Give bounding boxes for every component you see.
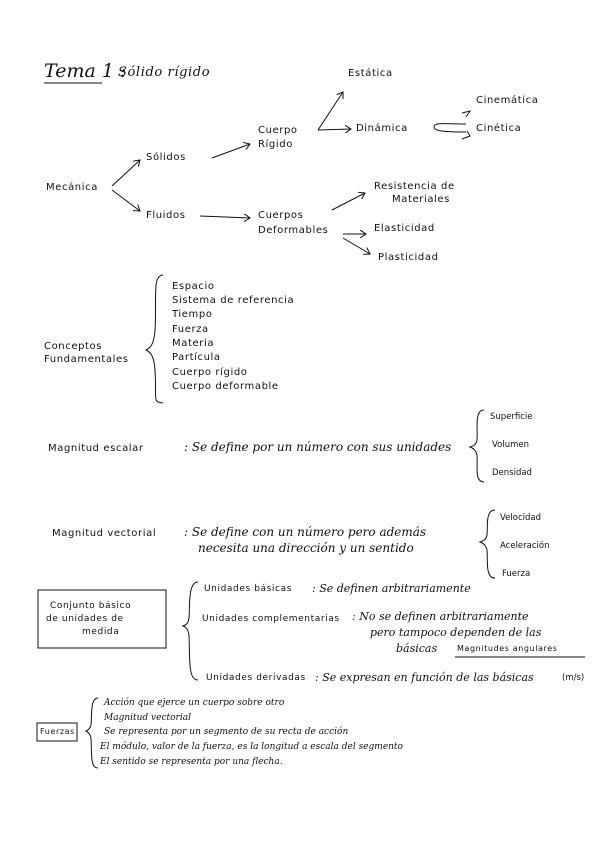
arrow-resistencia [331, 193, 365, 211]
title-heading: Tema 1 [44, 60, 114, 82]
vectorial-example: Velocidad [500, 513, 541, 523]
concepto-item: Tiempo [172, 309, 213, 320]
node-dinamica: Dinámica [356, 123, 408, 134]
node-solidos: Sólidos [146, 152, 186, 163]
concepto-item: Sistema de referencia [172, 295, 295, 306]
conceptos-label-1: Conceptos [44, 341, 103, 352]
derivadas-text: : Se expresan en función de las básicas [315, 671, 534, 684]
node-mecanica: Mecánica [46, 182, 98, 193]
concepto-item: Cuerpo rígido [172, 367, 248, 378]
vectorial-definition-1: : Se define con un número pero además [184, 525, 427, 539]
conceptos-label-2: Fundamentales [44, 354, 129, 365]
escalar-example: Densidad [492, 468, 532, 478]
fuerzas-line: Se representa por un segmento de su rect… [104, 727, 349, 737]
brace-fuerzas [84, 697, 99, 769]
node-fluidos: Fluidos [146, 210, 186, 221]
node-cinematica: Cinemática [476, 95, 539, 106]
arrow-solidos-cuerpo [211, 144, 250, 159]
fuerzas-line: Magnitud vectorial [104, 713, 191, 723]
node-cuerpo-rigido-1: Cuerpo [258, 125, 298, 136]
concepto-item: Fuerza [172, 324, 209, 335]
title-colon: : [119, 60, 127, 82]
brace-vectorial [478, 509, 496, 579]
brace-escalar [468, 409, 485, 483]
brace-conceptos [144, 274, 164, 404]
unidades-box-line: Conjunto básico [50, 601, 132, 611]
arrow-cuerpo-estatica [317, 92, 343, 131]
fuerzas-line: El sentido se representa por una flecha. [100, 757, 283, 767]
node-plasticidad: Plasticidad [378, 252, 439, 263]
node-elasticidad: Elasticidad [374, 223, 435, 234]
vectorial-label: Magnitud vectorial [52, 528, 157, 539]
node-cuerpo-rigido-2: Rígido [258, 139, 293, 150]
vectorial-example: Fuerza [502, 569, 531, 579]
vectorial-example: Aceleración [500, 541, 550, 551]
brace-unidades [181, 581, 199, 681]
node-cuerpos-def-1: Cuerpos [258, 210, 304, 221]
concepto-item: Cuerpo deformable [172, 381, 279, 392]
escalar-label: Magnitud escalar [48, 443, 144, 454]
arrow-fluidos-cuerpos [199, 216, 250, 218]
node-cinetica: Cinética [476, 123, 522, 134]
complementarias-label: Unidades complementarias [202, 614, 340, 624]
basicas-text: : Se definen arbitrariamente [312, 582, 471, 595]
arrow-mecanica-fluidos [111, 189, 140, 211]
fuerzas-line: El módulo, valor de la fuerza, es la lon… [100, 742, 403, 752]
unidades-box-line: de unidades de [46, 614, 124, 624]
fuerzas-label: Fuerzas [40, 727, 75, 736]
magnitudes-angulares: Magnitudes angulares [457, 644, 558, 653]
node-resistencia-2: Materiales [392, 194, 450, 205]
title-subtitle: Sólido rígido [118, 65, 211, 80]
complementarias-text-1: : No se definen arbitrariamente [352, 610, 529, 623]
arrow-mecanica-solidos [111, 160, 140, 187]
unidades-box-line: medida [82, 627, 120, 637]
concepto-item: Partícula [172, 352, 221, 363]
node-resistencia-1: Resistencia de [374, 181, 455, 192]
complementarias-text-2: pero tampoco dependen de las [370, 626, 542, 639]
escalar-example: Superficie [490, 412, 533, 422]
complementarias-text-3: básicas [396, 642, 438, 655]
page-title: Tema 1 : [44, 62, 126, 81]
arrow-plasticidad [342, 237, 370, 254]
vectorial-definition-2: necesita una dirección y un sentido [198, 541, 414, 555]
node-cuerpos-def-2: Deformables [258, 225, 329, 236]
dinamica-split [433, 123, 467, 133]
escalar-example: Volumen [492, 440, 530, 450]
fuerzas-line: Acción que ejerce un cuerpo sobre otro [104, 698, 285, 708]
basicas-label: Unidades básicas [204, 584, 292, 594]
escalar-definition: : Se define por un número con sus unidad… [184, 440, 452, 454]
concepto-item: Espacio [172, 281, 215, 292]
concepto-item: Materia [172, 338, 215, 349]
derivadas-label: Unidades derivadas [206, 673, 306, 683]
node-estatica: Estática [348, 68, 393, 79]
arrow-cuerpo-dinamica [317, 129, 351, 130]
derivadas-example: (m/s) [562, 673, 585, 683]
